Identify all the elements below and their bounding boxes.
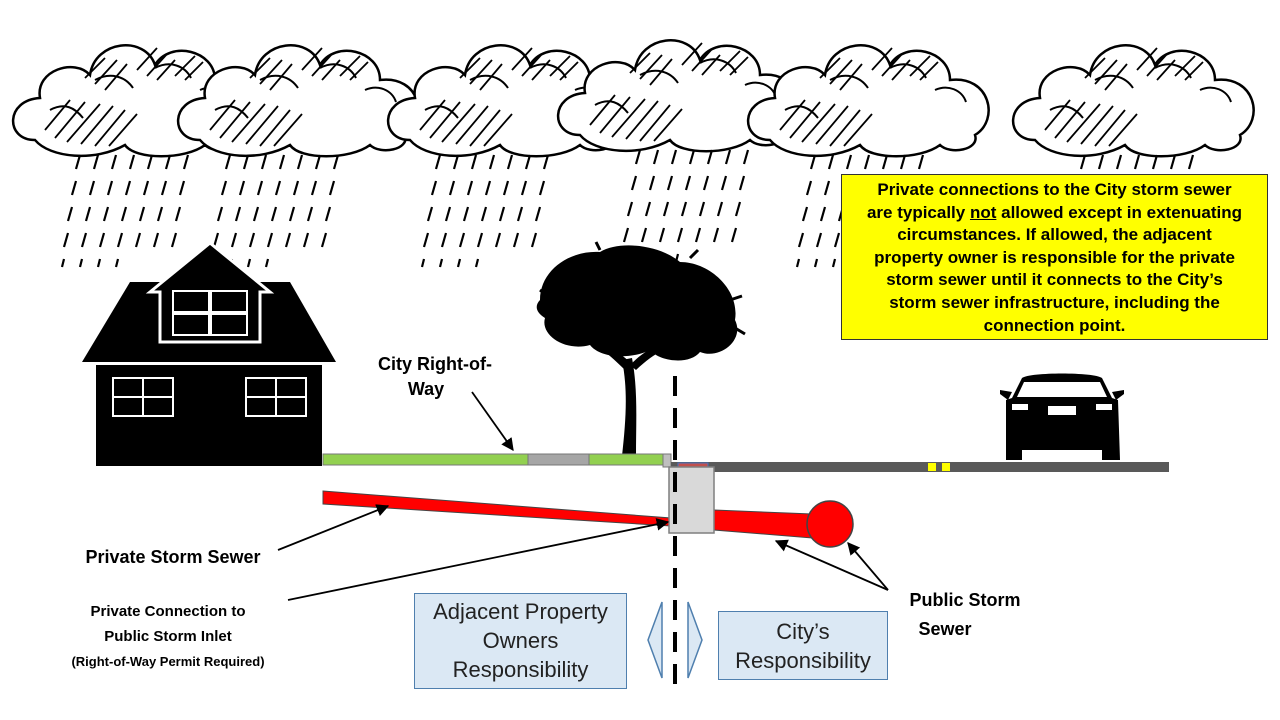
city-responsibility-line1: City’s <box>776 619 830 644</box>
public-main-arrow <box>847 542 889 591</box>
note-line3: circumstances. If allowed, the adjacent <box>897 225 1212 245</box>
tree-icon <box>536 241 746 456</box>
city-row-label-line2: Way <box>407 379 445 399</box>
cloud-icon <box>1011 44 1255 158</box>
private-connection-label-line1: Private Connection to <box>90 603 246 620</box>
city-row-label: City Right-of- Way <box>360 352 510 402</box>
note-line7: connection point. <box>983 315 1126 335</box>
curb <box>662 453 672 468</box>
note-line2: are typically not allowed except in exte… <box>848 202 1261 225</box>
house-icon <box>82 241 336 466</box>
note-line2-before: are typically <box>866 202 970 222</box>
private-connection-label-line3: (Right-of-Way Permit Required) <box>71 654 265 669</box>
rain-icon <box>60 153 190 269</box>
public-storm-sewer-main <box>806 500 854 548</box>
rain-icon <box>210 153 340 269</box>
city-row-arrow <box>471 391 514 452</box>
private-storm-sewer-pipe <box>322 490 672 527</box>
private-sewer-arrow <box>277 504 390 551</box>
note-line2-underlined: not <box>969 202 997 222</box>
public-sewer-arrow <box>774 539 889 591</box>
note-line6: storm sewer infrastructure, including th… <box>889 292 1220 312</box>
owner-responsibility-line3: Responsibility <box>452 657 589 682</box>
note-line4: property owner is responsible for the pr… <box>874 247 1235 267</box>
private-storm-sewer-label: Private Storm Sewer <box>85 547 261 567</box>
city-responsibility-box: City’s Responsibility <box>718 611 888 680</box>
public-storm-sewer-label-line1: Public Storm <box>909 590 1021 610</box>
public-storm-sewer-label-line2: Sewer <box>918 619 972 639</box>
owner-responsibility-line1: Adjacent Property <box>433 599 608 624</box>
note-line1: Private connections to the City storm se… <box>877 180 1232 199</box>
cloud-icon <box>746 44 990 158</box>
owner-responsibility-box: Adjacent Property Owners Responsibility <box>414 593 627 689</box>
note-line2-after: allowed except in extenuating <box>996 202 1243 222</box>
rain-icon <box>420 153 550 269</box>
rain-icon <box>620 148 750 264</box>
center-stripe <box>942 463 950 471</box>
road <box>671 462 1169 472</box>
double-arrow-icon <box>647 601 703 679</box>
car-icon <box>1000 373 1124 460</box>
city-responsibility-line2: Responsibility <box>735 648 871 673</box>
note-line5: storm sewer until it connects to the Cit… <box>886 270 1223 290</box>
city-row-label-line1: City Right-of- <box>378 354 492 374</box>
private-connection-label-line2: Public Storm Inlet <box>104 628 232 645</box>
private-connection-arrow <box>287 518 670 601</box>
public-storm-sewer-label: Public Storm Sewer <box>890 586 1040 644</box>
owner-responsibility-line2: Owners <box>482 628 559 653</box>
cloud-icon <box>176 44 420 158</box>
center-stripe <box>928 463 936 471</box>
private-connection-note: Private connections to the City storm se… <box>841 174 1268 340</box>
grass-strip <box>322 453 669 466</box>
private-connection-label: Private Connection to Public Storm Inlet… <box>38 599 298 674</box>
sidewalk <box>527 453 590 466</box>
public-storm-sewer-pipe <box>713 509 813 539</box>
